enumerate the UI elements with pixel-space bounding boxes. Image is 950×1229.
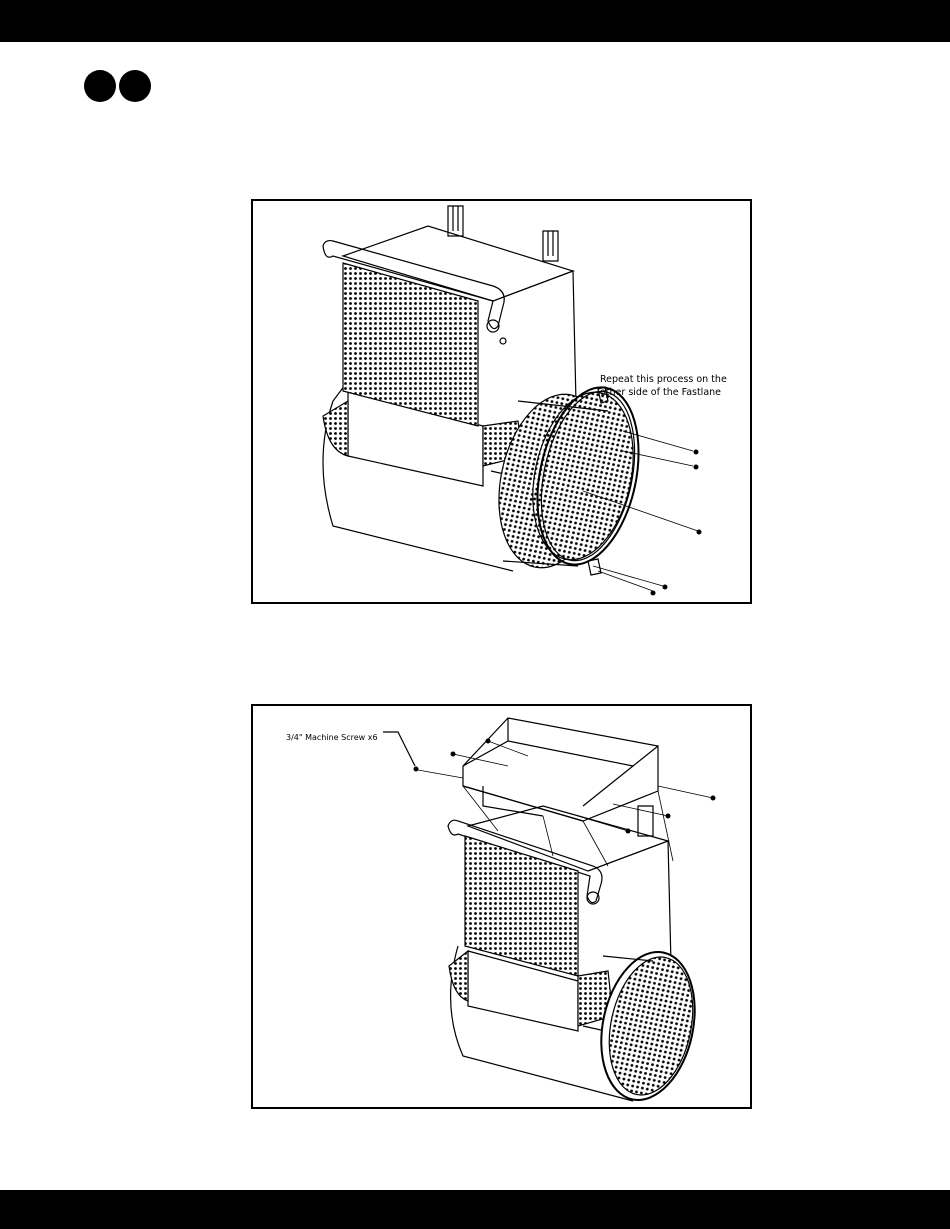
- step-marker-dot: [84, 70, 116, 102]
- bottom-footer-bar: [0, 1190, 950, 1229]
- step-marker-dot: [119, 70, 151, 102]
- figure-panel-1: Repeat this process on the other side of…: [251, 199, 752, 604]
- callout-note: 3/4" Machine Screw x6: [286, 731, 378, 744]
- figure-panel-2: 3/4" Machine Screw x6: [251, 704, 752, 1109]
- top-header-bar: [0, 0, 950, 42]
- callout-note: Repeat this process on the other side of…: [600, 373, 740, 399]
- callout-line: Repeat this process on the: [600, 373, 740, 386]
- fastlane-top-cover-diagram: [253, 706, 750, 1107]
- fastlane-end-cap-diagram: [253, 201, 750, 602]
- callout-line: other side of the Fastlane: [600, 386, 740, 399]
